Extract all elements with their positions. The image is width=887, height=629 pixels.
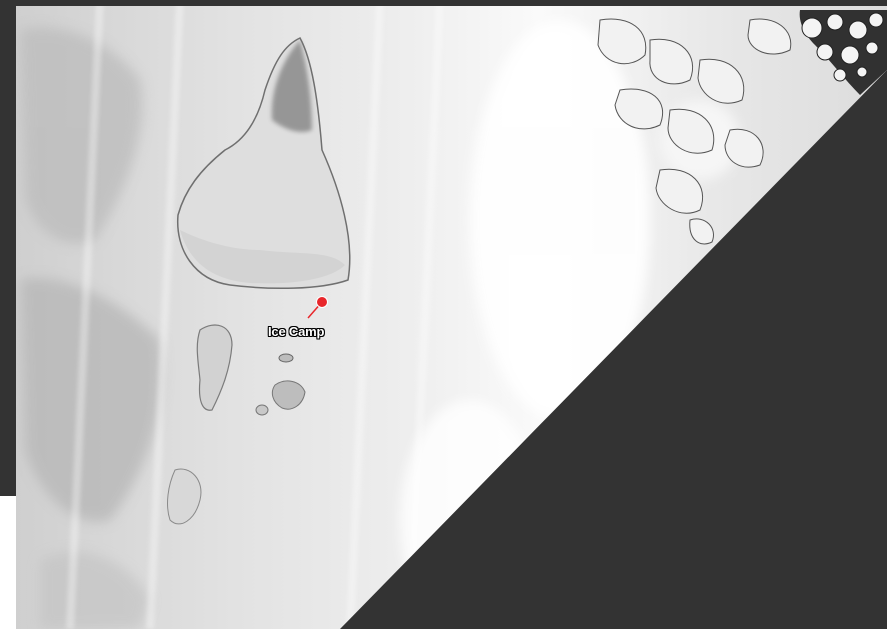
marker-label[interactable]: Ice Camp <box>268 324 325 339</box>
map-pin-icon <box>307 296 328 319</box>
white-edge-panel <box>0 496 16 629</box>
